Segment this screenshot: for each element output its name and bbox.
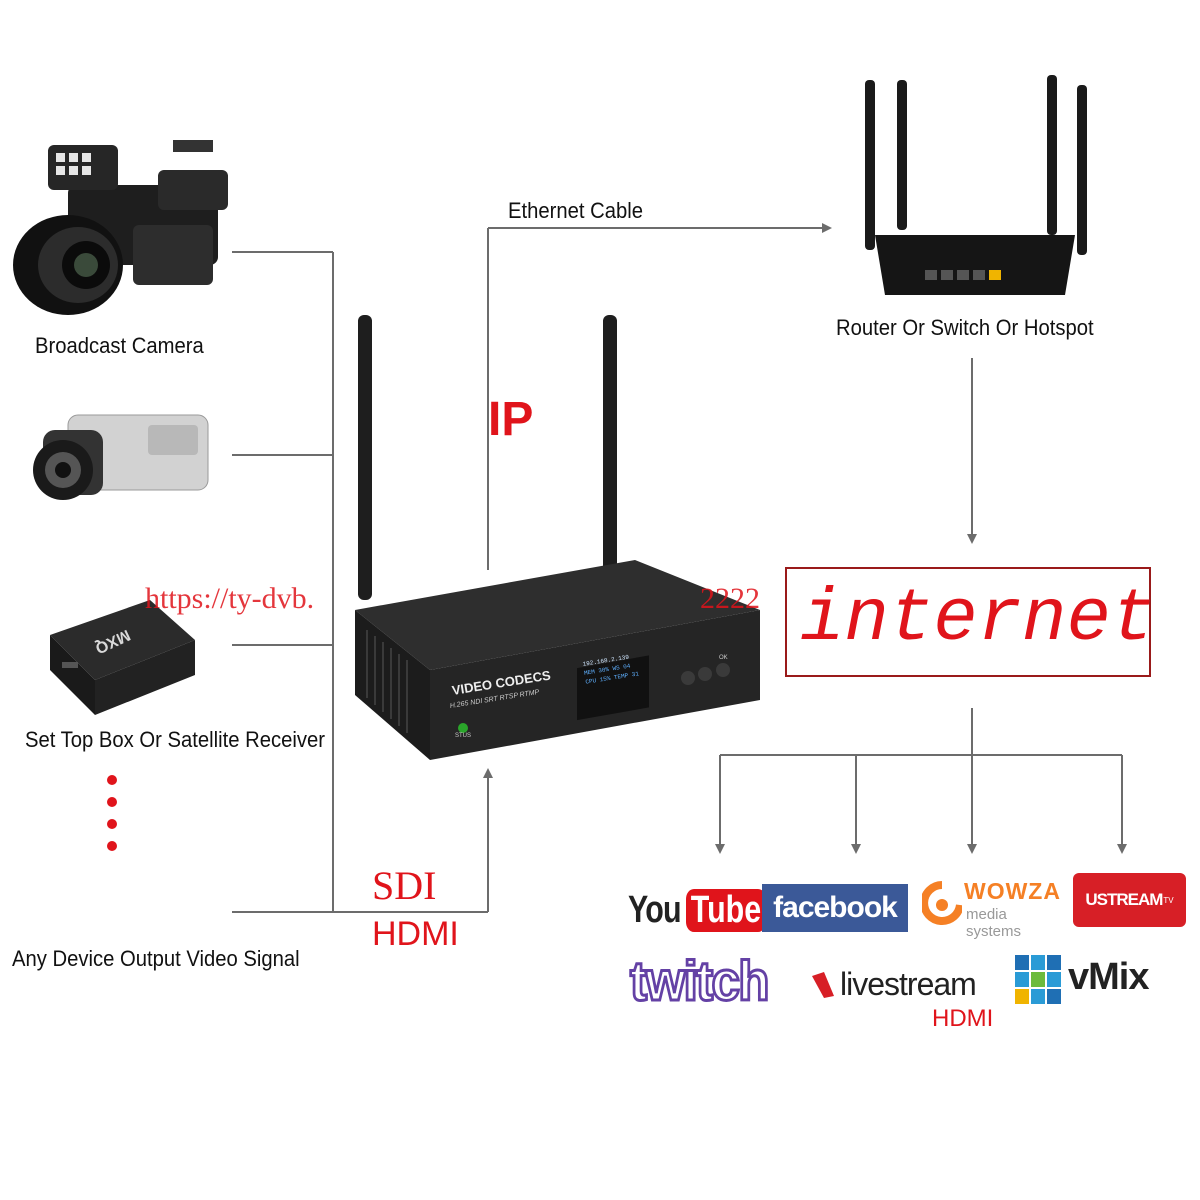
display-temp: TEMP 31 [613,670,640,682]
set-top-box-icon: MXQ [50,600,195,715]
livestream-hdmi: HDMI [932,1005,994,1032]
wowza-swirl-icon [922,881,962,925]
encoder-stus-label: STUS [455,733,472,739]
livestream-text: livestream [840,966,977,1002]
router-label: Router Or Switch Or Hotspot [836,315,1094,340]
youtube-logo: You Tube [628,884,786,936]
vmix-text: vMix [1068,956,1149,998]
internet-box [785,567,1151,677]
more-devices-dots [107,775,117,851]
broadcast-camera-icon [13,140,228,315]
sdi-label: SDI [372,863,437,908]
encoder-display: 192.168.2.139 MEM 30% WS 04 CPU 15% TEMP… [582,650,651,707]
vmix-grid-icon [1015,955,1061,1004]
router-icon [865,75,1087,295]
facebook-logo: facebook [762,884,908,932]
set-top-box-label: Set Top Box Or Satellite Receiver [25,727,326,752]
ip-label: IP [488,393,534,446]
broadcast-camera-label: Broadcast Camera [35,333,204,358]
ustream-text: USTREAM [1085,890,1163,909]
any-device-label: Any Device Output Video Signal [12,946,300,971]
ustream-tv: TV [1163,895,1174,905]
facebook-text: facebook [773,891,898,924]
livestream-icon [812,972,834,998]
internet-label: internet [800,578,1156,662]
wowza-logo: WOWZA media systems [922,878,1062,940]
ustream-logo: USTREAM TV [1073,873,1186,927]
youtube-tube: Tube [685,888,766,932]
watermark-tail: 2222 [700,582,760,615]
cctv-camera-icon [33,414,209,500]
watermark-text: https://ty-dvb. [145,582,315,615]
encoder-ok-label: OK [719,655,728,661]
youtube-you: You [628,888,682,931]
wowza-text: WOWZA [964,878,1061,904]
ethernet-cable-label: Ethernet Cable [508,198,644,223]
video-encoder-device [355,315,760,760]
antenna-left-icon [358,315,372,600]
wowza-sub: media systems [966,906,1022,940]
hdmi-label: HDMI [372,915,459,953]
livestream-logo: livestream [810,966,1000,1006]
twitch-logo: twitch [629,948,771,1014]
antenna-right-icon [603,315,617,580]
display-cpu: CPU 15% [584,674,611,686]
